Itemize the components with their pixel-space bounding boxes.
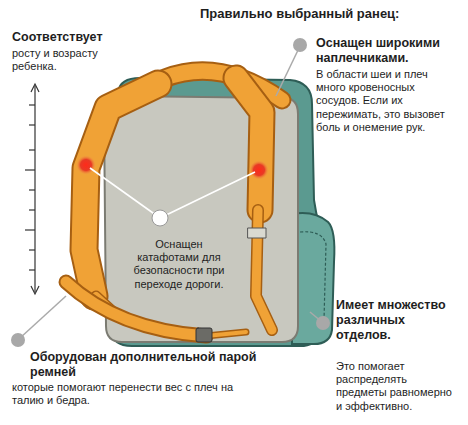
callout-body: которые помогают перенести вес с плеч на…	[12, 381, 248, 407]
callout-body: Это помогает распределять предметы равно…	[336, 360, 460, 413]
callout-heading: Оборудован дополнительной парой ремней	[30, 350, 260, 380]
callout-dot	[11, 333, 25, 347]
callout-heading: Оснащен широкими наплечниками.	[316, 36, 462, 66]
leader-line	[276, 46, 300, 96]
leader-lines	[90, 168, 255, 218]
panel-note: Оснащен катафотами для безопасности при …	[126, 238, 232, 291]
callout-dot	[152, 210, 168, 226]
callout-body: В области шеи и плеч много кровеносных с…	[316, 68, 454, 134]
height-ruler	[25, 84, 39, 294]
reflector	[76, 155, 96, 175]
reflector	[249, 160, 269, 180]
right-shoulder-strap	[236, 78, 272, 330]
callout-dot	[316, 316, 330, 330]
diagram-title: Правильно выбранный ранец:	[200, 6, 462, 22]
callout-body: росту и возрасту ребенка.	[12, 47, 124, 73]
waist-belt	[66, 282, 246, 342]
pocket-seam	[300, 232, 326, 320]
callout-heading: Соответствует	[12, 30, 142, 45]
callout-heading: Имеет множество различных отделов.	[336, 298, 456, 343]
callout-dot	[293, 38, 307, 52]
leader-line	[20, 296, 66, 338]
